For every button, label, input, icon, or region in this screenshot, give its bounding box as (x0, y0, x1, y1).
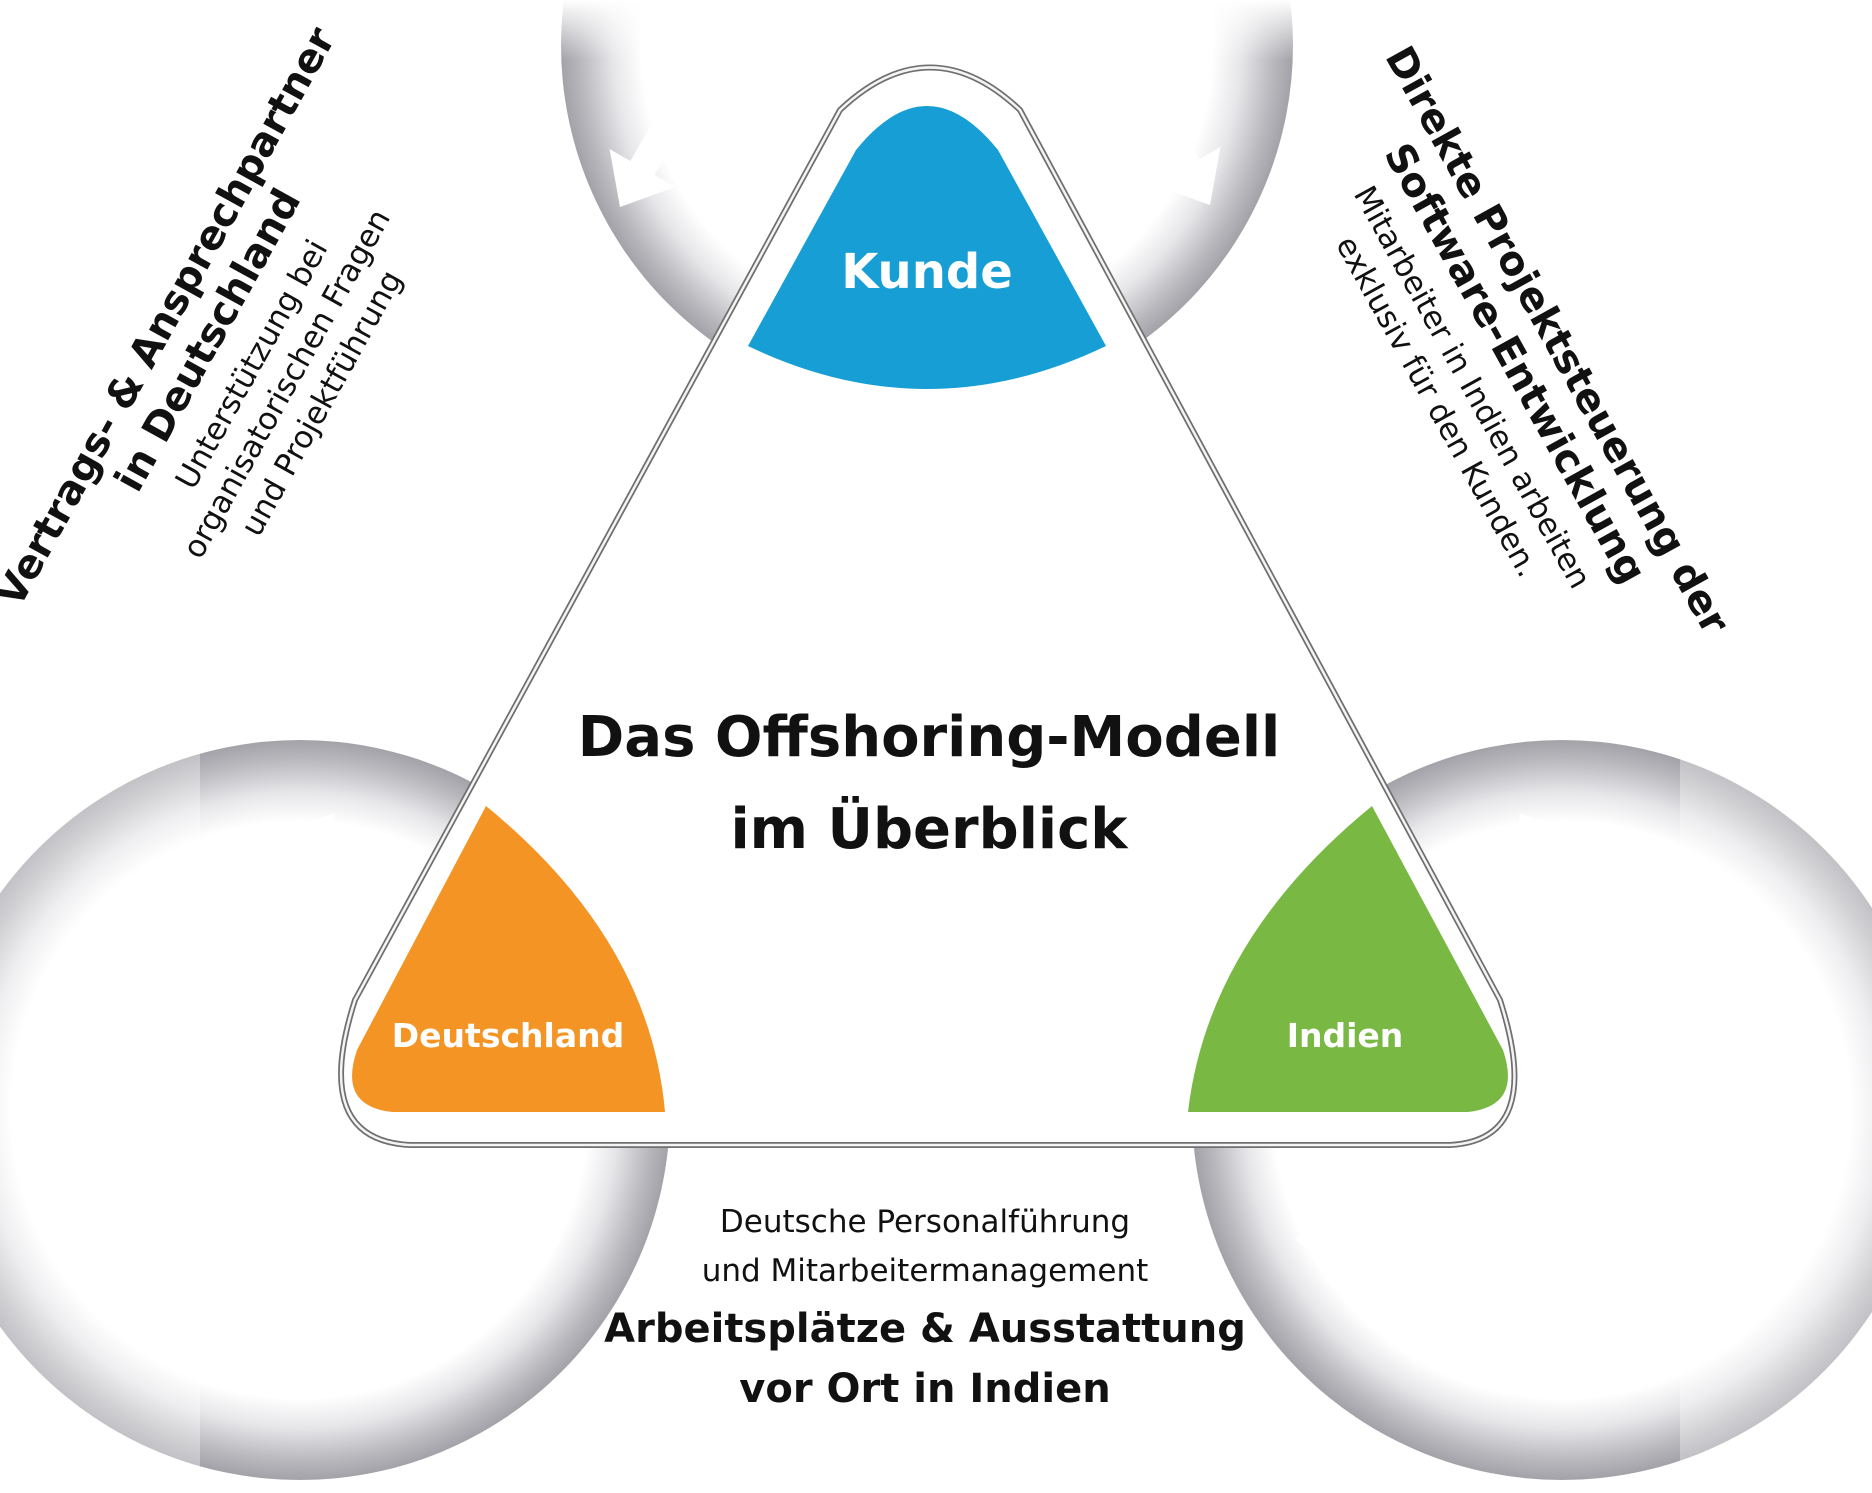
bottom-heading-line1: Arbeitsplätze & Ausstattung (604, 1306, 1246, 1352)
bottom-annotation: Deutsche Personalführung und Mitarbeiter… (604, 1204, 1246, 1412)
left-annotation: Vertrags- & Ansprechpartner in Deutschla… (0, 20, 410, 615)
triangle-background (341, 67, 1515, 1145)
deutschland-shape (352, 806, 665, 1112)
deutschland-label: Deutschland (392, 1016, 624, 1055)
bottom-sub-line1: Deutsche Personalführung (720, 1204, 1130, 1240)
bottom-sub-line2: und Mitarbeitermanagement (702, 1253, 1149, 1289)
indien-shape (1188, 806, 1508, 1112)
indien-label: Indien (1287, 1016, 1404, 1055)
diagram-title-line1: Das Offshoring-Modell (578, 705, 1280, 770)
kunde-label: Kunde (841, 244, 1013, 300)
arrow-right-upper-icon (1509, 813, 1590, 920)
diagram-title-line2: im Überblick (730, 797, 1129, 862)
arrow-top-left-icon (609, 100, 690, 207)
arrow-right-lower-icon (1295, 1201, 1410, 1277)
arrow-left-lower-icon (441, 1201, 556, 1277)
right-annotation: Direkte Projektsteuerung der Software-En… (1328, 39, 1738, 642)
arrow-top-right-icon (1140, 98, 1221, 205)
kunde-shape (748, 106, 1106, 389)
arrow-left-upper-icon (264, 813, 345, 920)
bottom-heading-line2: vor Ort in Indien (739, 1366, 1110, 1412)
